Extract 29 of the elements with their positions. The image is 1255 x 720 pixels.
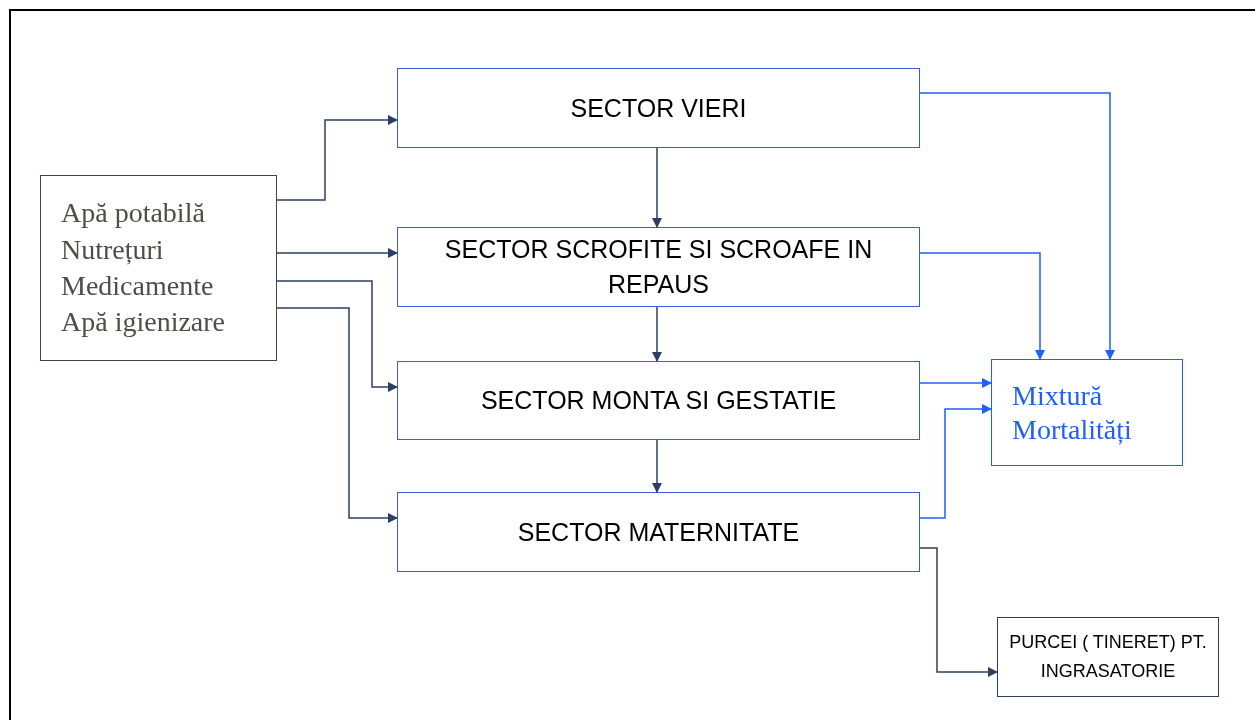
output-box xyxy=(997,617,1219,697)
process-box xyxy=(397,68,920,148)
arrow xyxy=(276,248,398,258)
arrow xyxy=(919,378,992,388)
arrow xyxy=(919,404,992,519)
input-item: Apă potabilă xyxy=(61,196,205,231)
input-list xyxy=(40,175,277,361)
box-label: Mixtură Mortalități xyxy=(1012,378,1133,447)
arrow xyxy=(276,307,398,523)
process-box xyxy=(397,361,920,440)
process-box xyxy=(397,227,920,307)
process-box xyxy=(397,492,920,572)
box-label: SECTOR MONTA SI GESTATIE xyxy=(480,385,837,416)
arrow xyxy=(652,439,662,493)
output-box xyxy=(991,359,1183,466)
arrow xyxy=(652,306,662,362)
box-label: SECTOR VIERI xyxy=(570,92,747,124)
input-item: Medicamente xyxy=(61,269,214,303)
arrow xyxy=(652,147,662,228)
box-label: SECTOR MATERNITATE xyxy=(517,516,800,548)
arrow xyxy=(919,547,998,677)
arrow xyxy=(919,252,1045,360)
arrow xyxy=(919,92,1115,360)
input-item: Apă igienizare xyxy=(61,305,226,340)
arrow xyxy=(276,115,398,201)
box-label: SECTOR SCROFITE SI SCROAFE IN REPAUS xyxy=(443,234,874,300)
arrow xyxy=(276,280,398,392)
input-item: Nutrețuri xyxy=(61,232,164,267)
box-label: PURCEI ( TINERET) PT. INGRASATORIE xyxy=(1008,631,1208,683)
